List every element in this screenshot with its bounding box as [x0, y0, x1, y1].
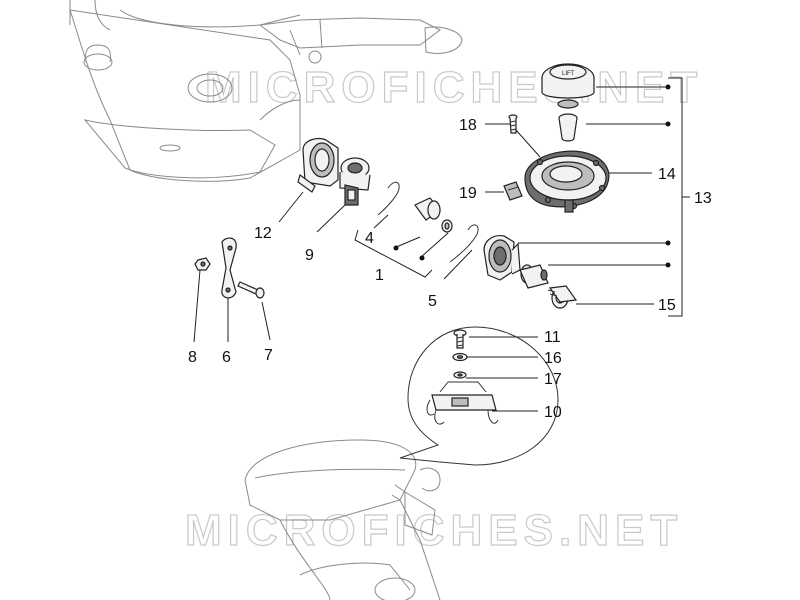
clip-19-part: [503, 181, 523, 201]
label-14: 14: [658, 166, 676, 183]
steering-lock-housing-part: [297, 137, 339, 193]
label-13: 13: [694, 190, 712, 207]
nut-8-part: [194, 257, 211, 271]
fuel-cap-bushing-part: [558, 113, 578, 142]
label-7: 7: [264, 347, 273, 364]
scooter-seat-illustration: [244, 439, 441, 600]
label-16: 16: [544, 350, 562, 367]
lock-cylinder-part: [449, 224, 521, 281]
bracket-6-part: [221, 237, 237, 299]
bolt-11-part: [453, 329, 467, 349]
detail-callout-bubble: [399, 326, 559, 466]
leader-lines: [193, 77, 690, 412]
screw-7-part: [237, 281, 265, 299]
label-1: 1: [375, 267, 384, 284]
label-15: 15: [658, 297, 676, 314]
lock-ring-part: [377, 181, 453, 233]
hook-bracket-10-part: [426, 381, 499, 425]
label-10: 10: [544, 404, 562, 421]
label-4: 4: [365, 230, 374, 247]
part-number-labels: 12 9 4 1 5 8 6 7 18 19 14 13 15 11 16 17…: [188, 117, 712, 421]
label-19: 19: [459, 185, 477, 202]
fuel-cap-part: LIFT: [541, 63, 595, 109]
label-12: 12: [254, 225, 272, 242]
label-5: 5: [428, 293, 437, 310]
label-6: 6: [222, 349, 231, 366]
scooter-front-illustration: [69, 0, 463, 182]
ignition-switch-part: [339, 157, 371, 206]
washer-17-part: [453, 371, 467, 379]
label-9: 9: [305, 247, 314, 264]
label-18: 18: [459, 117, 477, 134]
label-8: 8: [188, 349, 197, 366]
label-17: 17: [544, 371, 562, 388]
washer-16-part: [452, 352, 468, 362]
fuel-filler-flange-part: [524, 150, 610, 213]
screw-18-part: [508, 114, 518, 134]
key-part: [519, 264, 578, 309]
label-11: 11: [544, 329, 561, 346]
cap-lift-text: LIFT: [562, 71, 575, 77]
